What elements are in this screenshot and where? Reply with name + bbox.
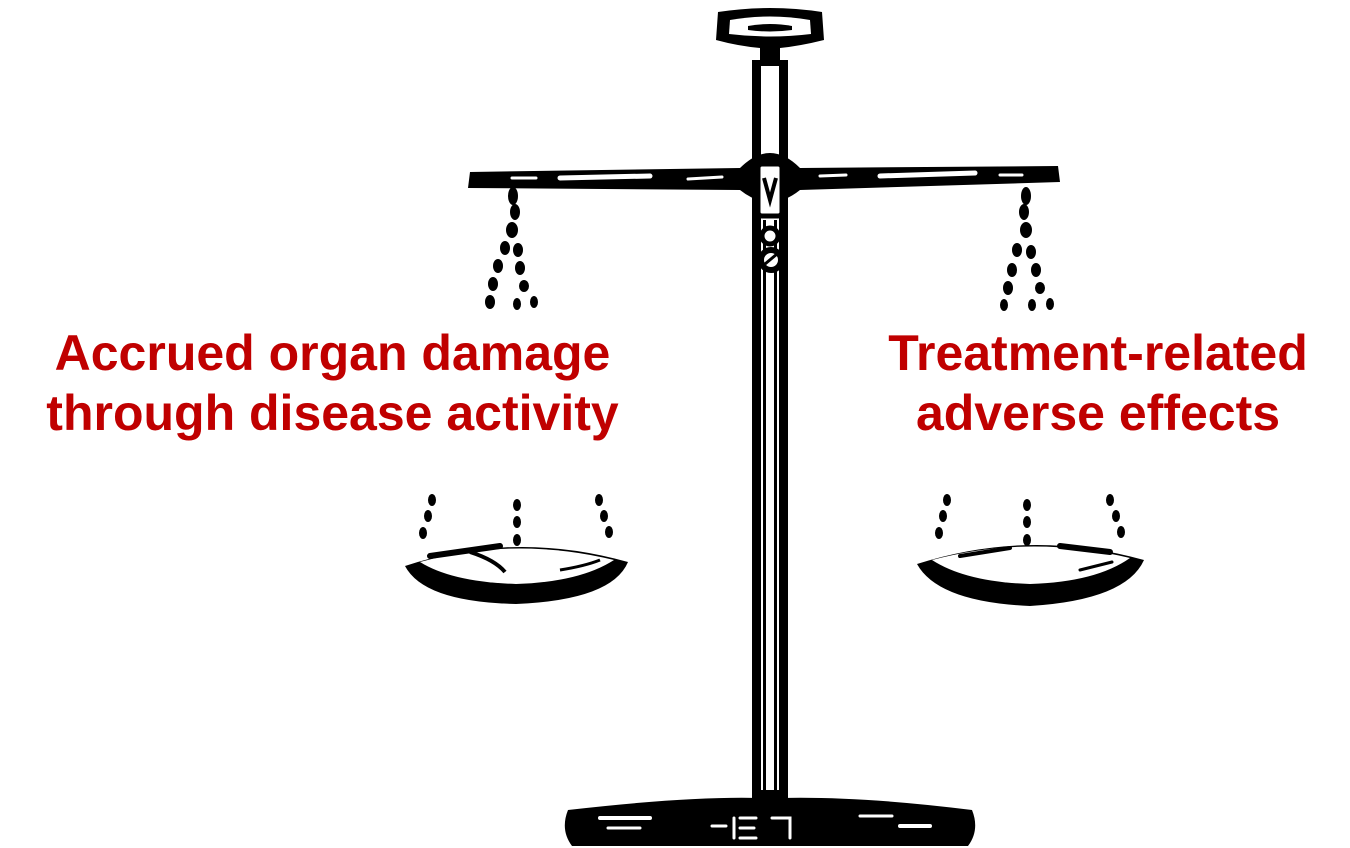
left-label-line-2: through disease activity xyxy=(10,383,655,443)
right-pan-label: Treatment-related adverse effects xyxy=(848,323,1348,443)
scale-beam xyxy=(468,153,1060,270)
left-pan-label: Accrued organ damage through disease act… xyxy=(10,323,655,443)
right-label-line-1: Treatment-related xyxy=(848,323,1348,383)
left-label-line-1: Accrued organ damage xyxy=(10,323,655,383)
right-pan xyxy=(917,545,1144,606)
left-pan xyxy=(405,546,628,604)
right-label-line-2: adverse effects xyxy=(848,383,1348,443)
scale-base xyxy=(565,790,975,846)
